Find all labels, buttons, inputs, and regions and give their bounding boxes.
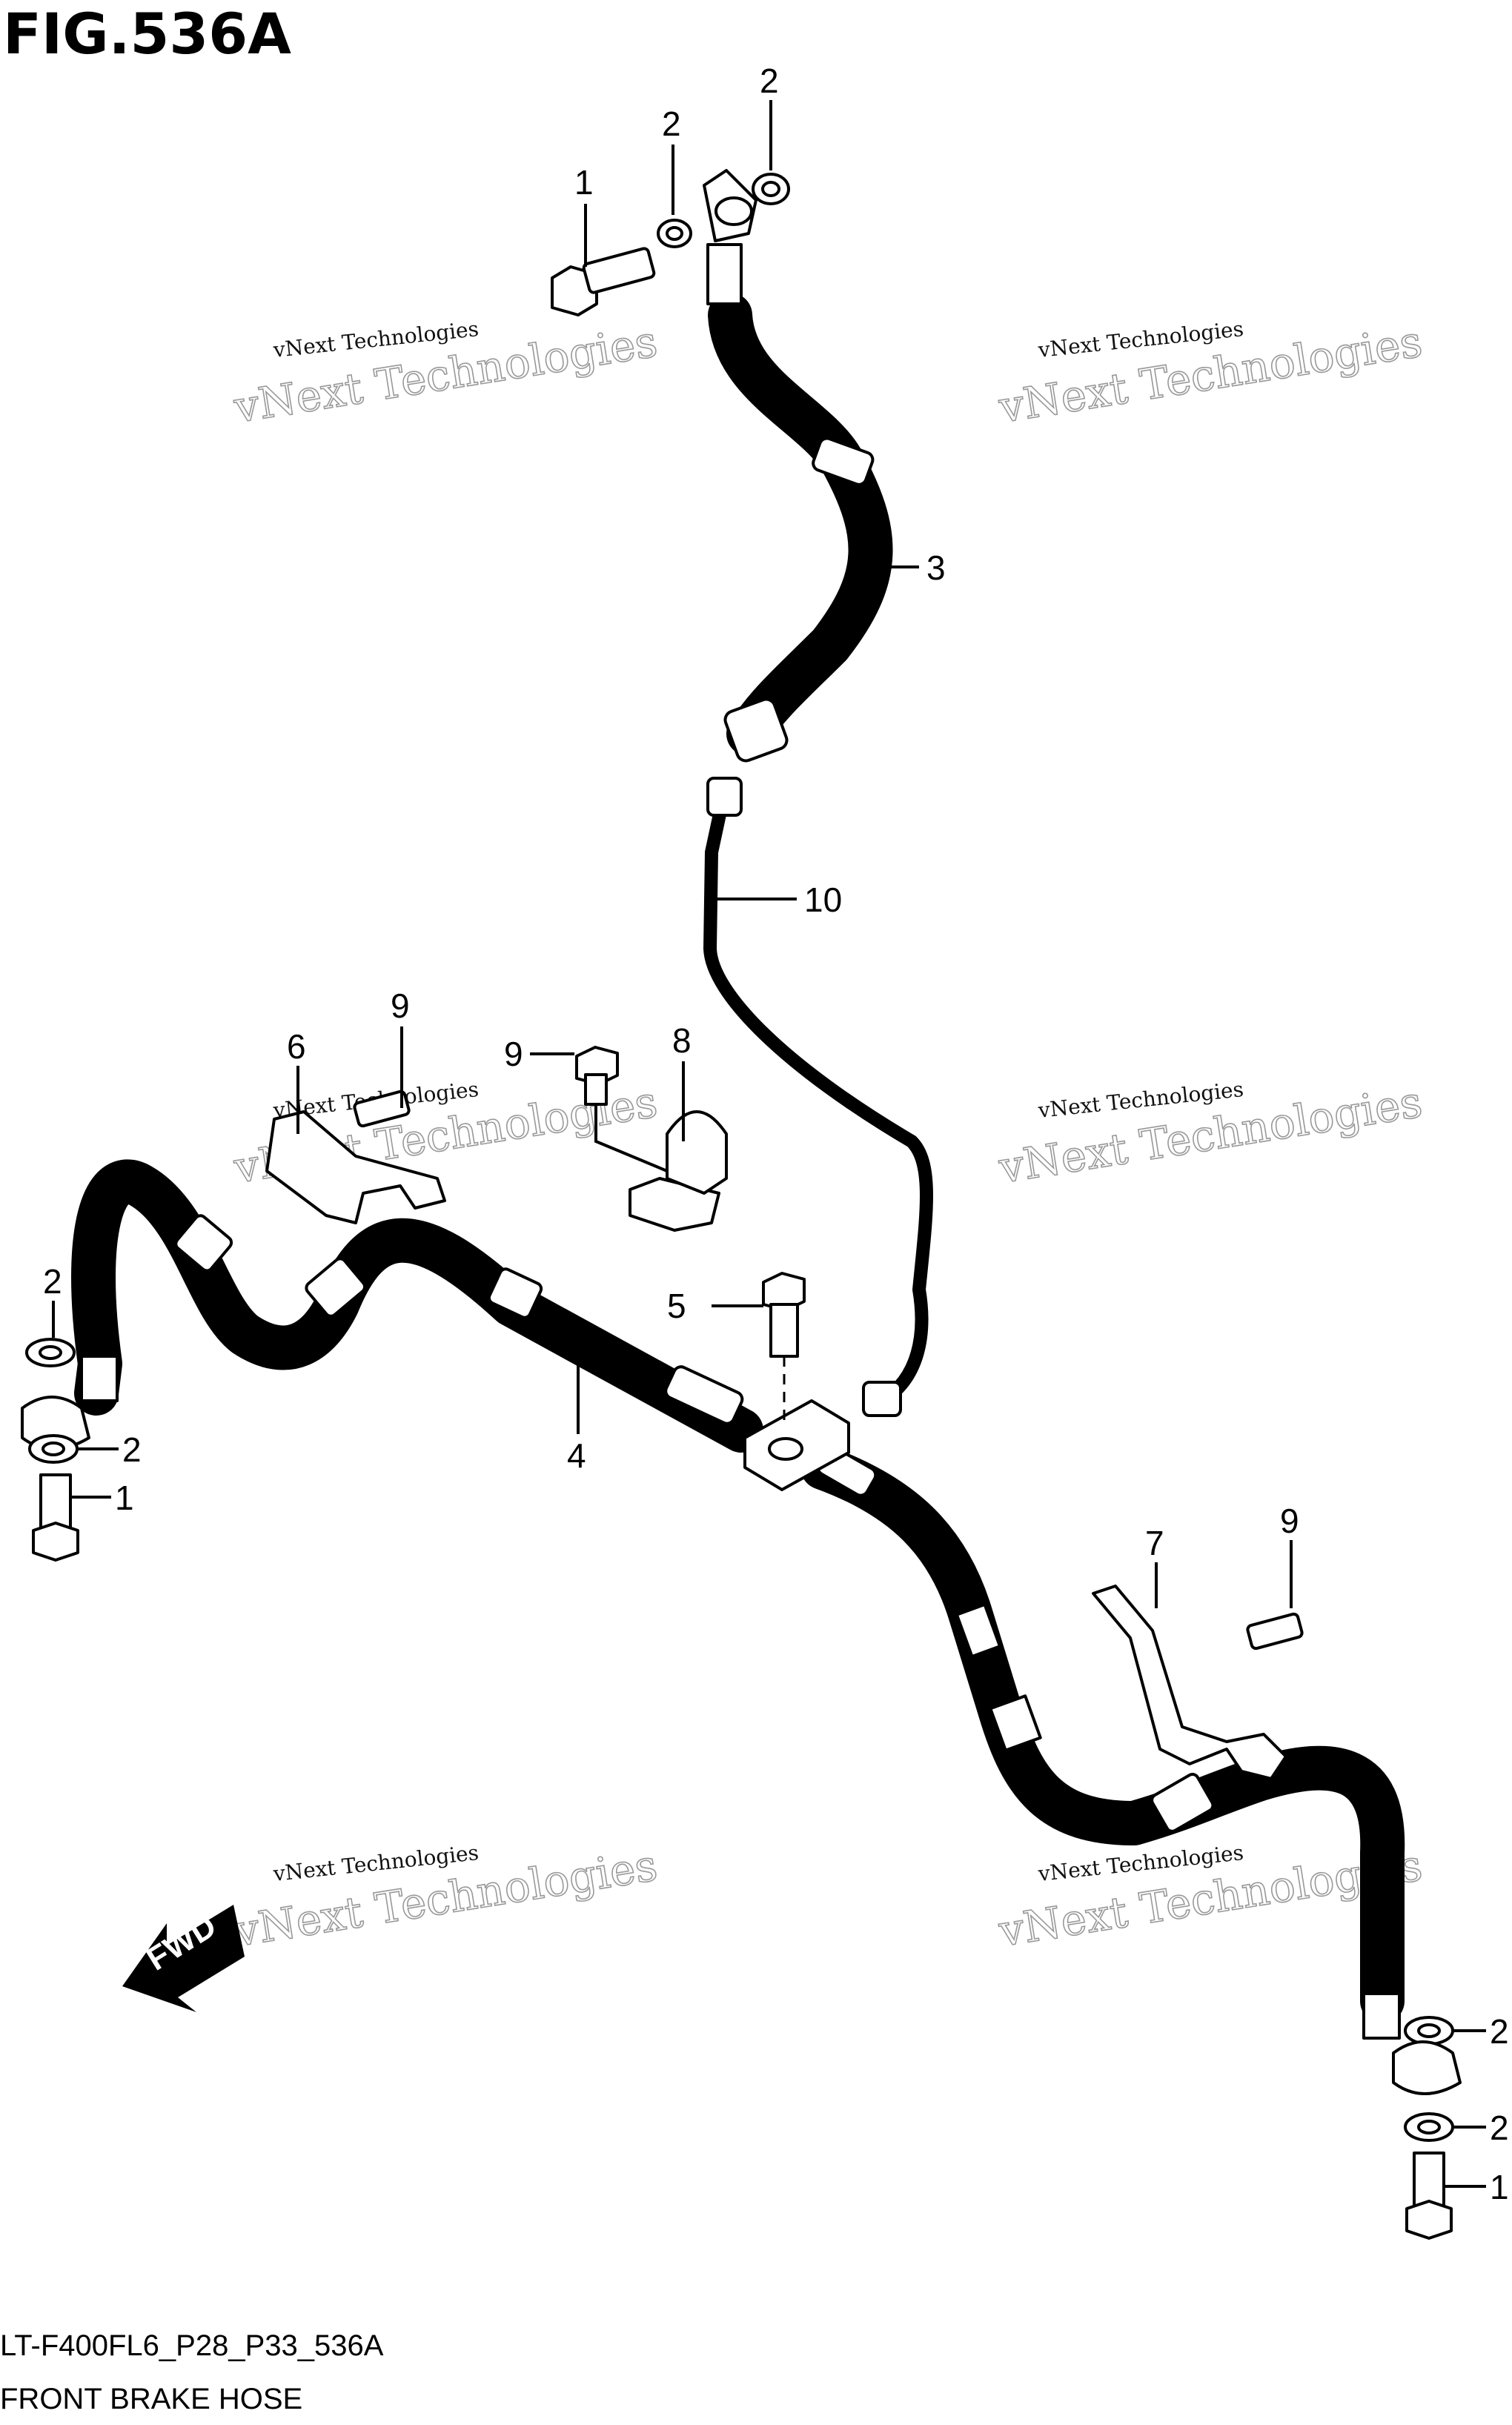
washer-hole bbox=[42, 1442, 65, 1456]
pipe-flare-nut bbox=[706, 777, 743, 817]
callout-6: 6 bbox=[287, 1027, 306, 1066]
left-bolt-and-washers bbox=[21, 1338, 90, 1562]
watermark-top-right: vNext Technologies vNext Technologies bbox=[995, 316, 1426, 434]
watermark-mid-right: vNext Technologies vNext Technologies bbox=[995, 1076, 1426, 1194]
hose-fitting bbox=[706, 243, 743, 305]
watermark-top-left: vNext Technologies vNext Technologies bbox=[230, 316, 661, 434]
union-bolt-thread bbox=[1413, 2152, 1445, 2210]
hose-coupling bbox=[305, 1257, 367, 1318]
washer-hole bbox=[666, 226, 683, 241]
bracket-7 bbox=[1092, 1585, 1304, 1780]
bolt-thread bbox=[769, 1303, 799, 1358]
washer-hole bbox=[1417, 2120, 1441, 2134]
washer-hole bbox=[39, 1345, 62, 1360]
hose-coupling bbox=[664, 1365, 744, 1425]
upper-bolt-and-washers bbox=[551, 173, 790, 316]
clamp-bolt-thread bbox=[584, 1073, 608, 1106]
banjo-hole bbox=[714, 196, 753, 226]
hose-coupling bbox=[487, 1267, 543, 1319]
hose-bracket bbox=[1092, 1585, 1287, 1780]
right-bolt-and-washers bbox=[1392, 2016, 1462, 2240]
diagram-caption: FRONT BRAKE HOSE bbox=[0, 2383, 302, 2415]
callout-10: 10 bbox=[804, 880, 842, 919]
washer-hole bbox=[1417, 2023, 1441, 2038]
upper-brake-hose bbox=[703, 169, 893, 763]
callout-2: 2 bbox=[1490, 2109, 1509, 2147]
bracket-6 bbox=[265, 1089, 446, 1224]
hose-coupling bbox=[989, 1694, 1042, 1752]
pipe-flare-nut bbox=[862, 1381, 902, 1417]
hose-coupling bbox=[812, 437, 875, 486]
washer-hole bbox=[761, 181, 780, 197]
callout-2: 2 bbox=[122, 1430, 142, 1469]
hose-coupling bbox=[955, 1602, 1002, 1659]
union-bolt-head bbox=[32, 1522, 79, 1562]
callout-1: 1 bbox=[115, 1479, 134, 1517]
bracket-bolt bbox=[1246, 1612, 1304, 1651]
right-brake-hose bbox=[800, 1445, 1405, 2040]
brake-pipe bbox=[703, 777, 933, 1417]
union-bolt-head bbox=[1405, 2200, 1453, 2240]
model-code: LT-F400FL6_P28_P33_536A bbox=[0, 2329, 384, 2362]
hose-bracket bbox=[265, 1110, 446, 1224]
hose-coupling bbox=[174, 1214, 233, 1273]
callout-1: 1 bbox=[574, 163, 594, 202]
fwd-arrow-icon bbox=[122, 1905, 245, 2012]
callout-1: 1 bbox=[1490, 2168, 1509, 2206]
union-bolt-thread bbox=[582, 247, 656, 294]
callout-7: 7 bbox=[1145, 1524, 1164, 1562]
callout-labels: 1 2 2 3 10 6 9 9 8 5 4 2 2 1 7 9 2 2 1 bbox=[43, 62, 1509, 2206]
watermark-bottom-left: vNext Technologies vNext Technologies bbox=[230, 1840, 661, 1957]
hose-fitting bbox=[1362, 1992, 1401, 2040]
three-way-joint bbox=[743, 1399, 850, 1491]
callout-9: 9 bbox=[391, 986, 410, 1025]
callout-5: 5 bbox=[667, 1287, 686, 1325]
callout-2: 2 bbox=[662, 105, 681, 143]
clamp-loop bbox=[666, 1110, 728, 1195]
callout-8: 8 bbox=[672, 1021, 692, 1060]
hose-fitting bbox=[80, 1355, 119, 1402]
fwd-arrow: FWD bbox=[122, 1905, 245, 2012]
watermarks: vNext Technologies vNext Technologies vN… bbox=[230, 316, 1426, 1957]
clamp-bolt-line bbox=[594, 1104, 668, 1172]
callout-2: 2 bbox=[760, 62, 779, 100]
callout-2: 2 bbox=[1490, 2012, 1509, 2051]
callout-9: 9 bbox=[504, 1035, 523, 1073]
callout-4: 4 bbox=[567, 1436, 586, 1475]
callout-2: 2 bbox=[43, 1262, 62, 1301]
callout-9: 9 bbox=[1280, 1502, 1299, 1540]
hose-coupling bbox=[1150, 1773, 1215, 1833]
callout-3: 3 bbox=[926, 548, 946, 587]
banjo-fitting bbox=[1392, 2040, 1462, 2095]
joint-bolt-hole bbox=[768, 1437, 803, 1461]
figure-title: FIG.536A bbox=[3, 1, 291, 67]
left-brake-hose bbox=[71, 1159, 763, 1453]
hose-coupling bbox=[723, 697, 789, 763]
leader-lines bbox=[52, 100, 1486, 2188]
clamp-8 bbox=[575, 1046, 728, 1232]
bolt-5 bbox=[762, 1272, 806, 1423]
bracket-bolt bbox=[353, 1089, 411, 1128]
